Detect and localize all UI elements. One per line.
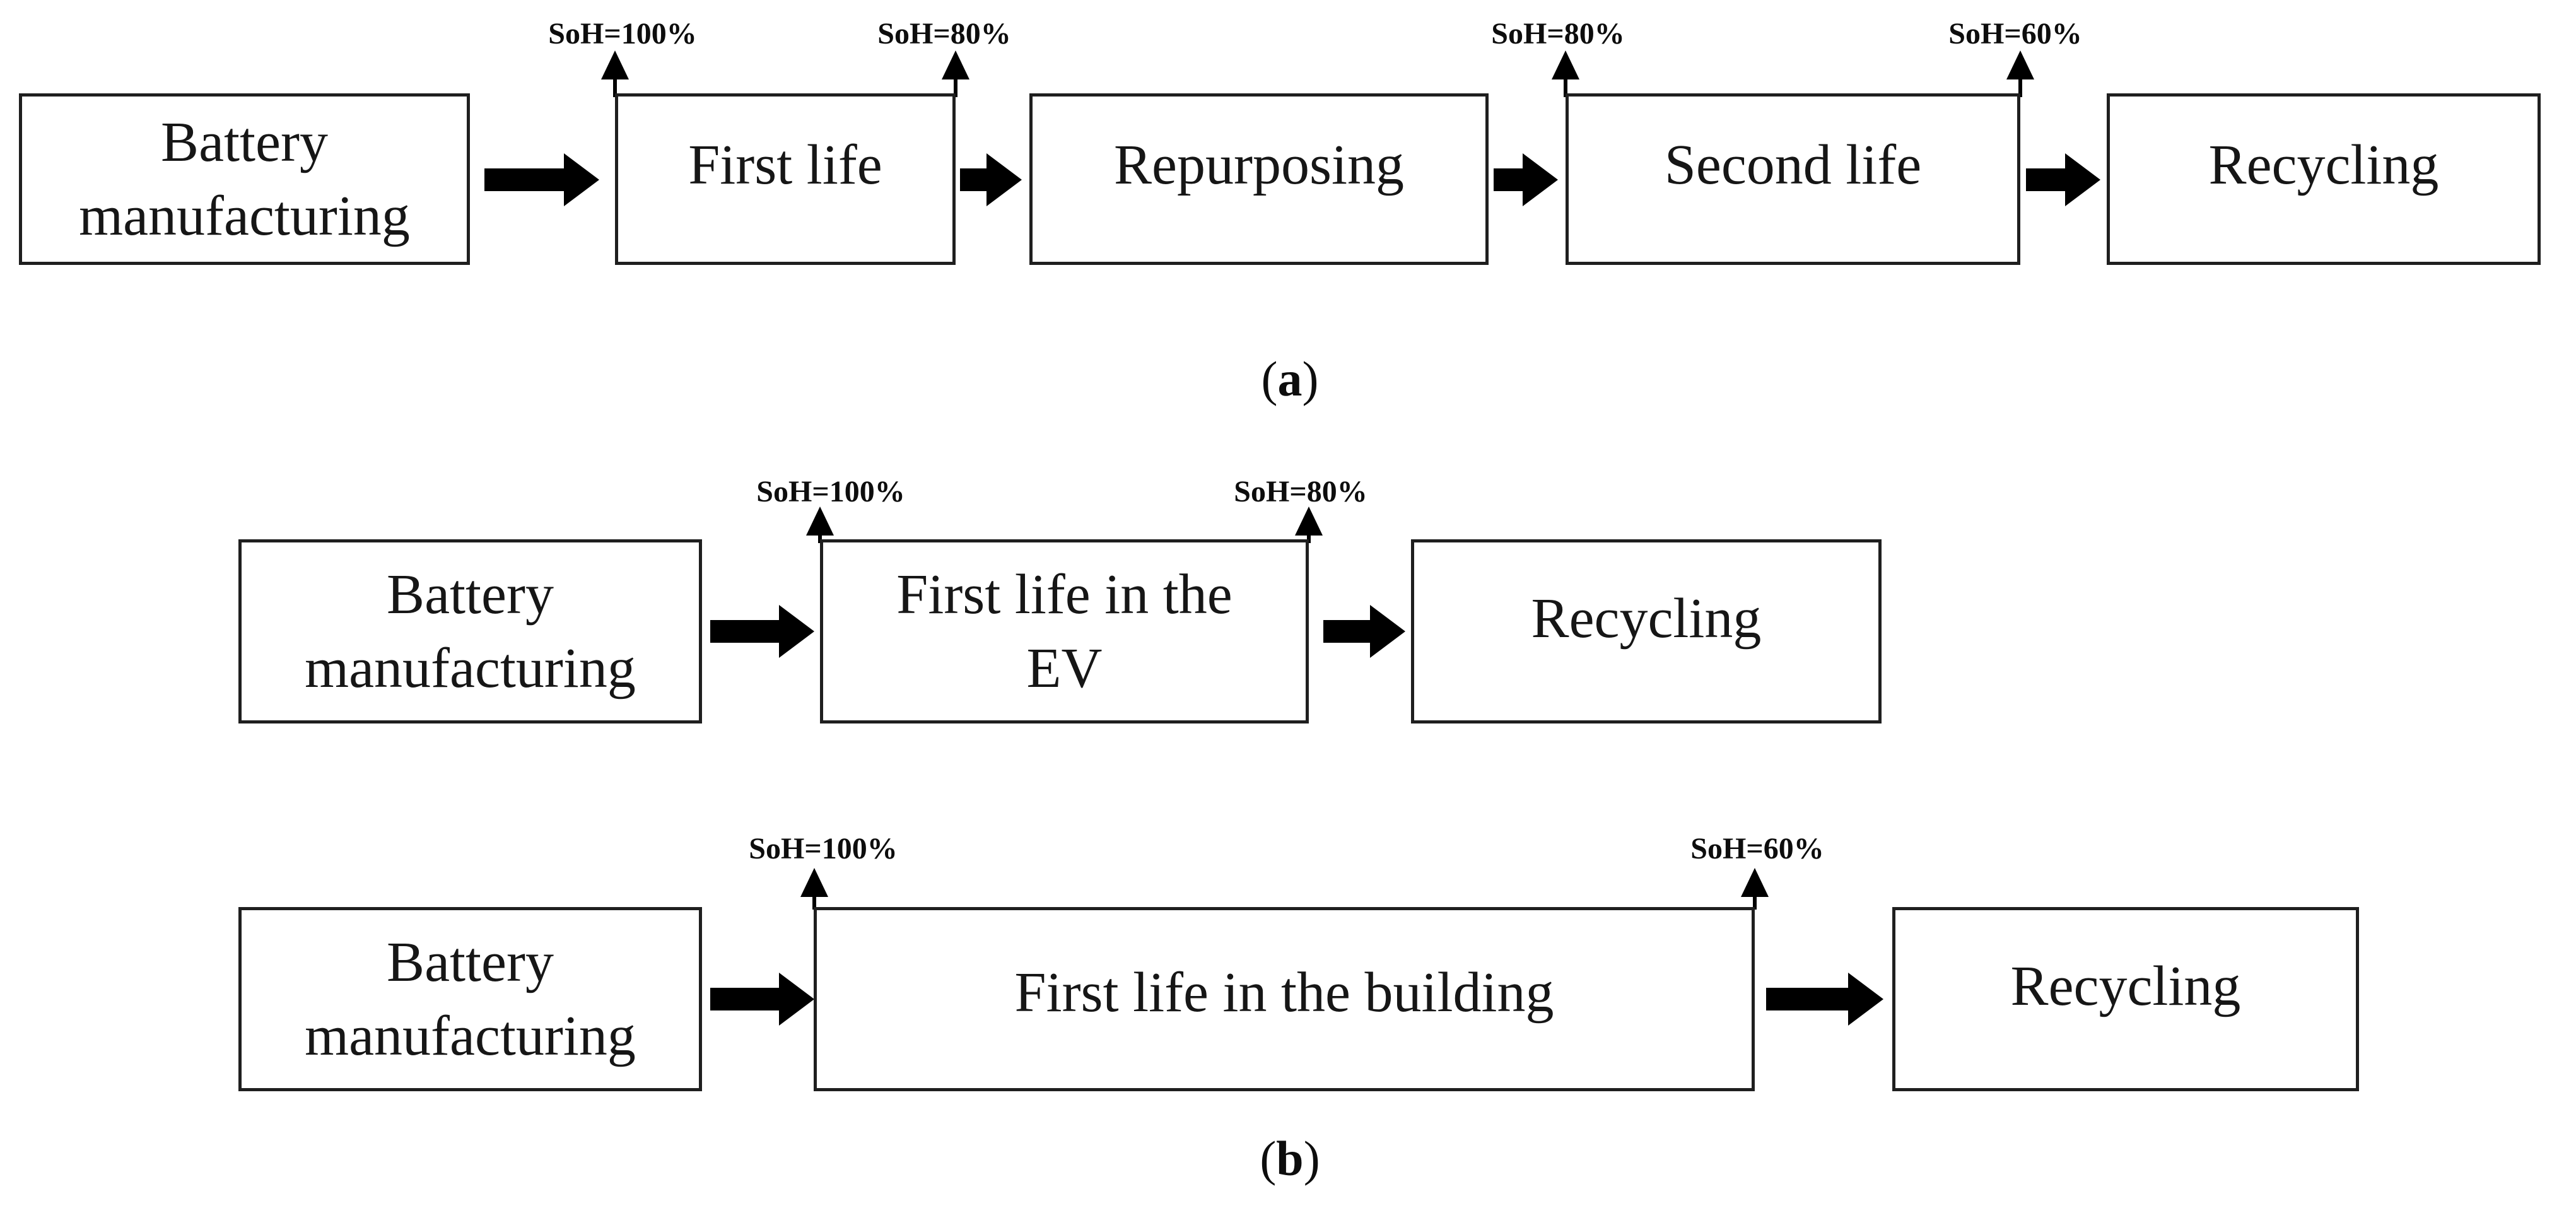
arrowhead-icon: [1552, 50, 1579, 79]
node-first-life: First life: [615, 93, 956, 265]
node-label: Recycling: [1531, 587, 1762, 650]
up-arrow-icon: [1295, 507, 1323, 543]
node-battery-manufacturing-b1: Battery manufacturing: [238, 539, 702, 723]
panel-a-caption: (a): [1262, 354, 1319, 404]
arrow-stem: [710, 988, 784, 1010]
arrowhead-icon: [779, 973, 814, 1026]
node-second-life: Second life: [1566, 93, 2020, 265]
arrow-stem: [818, 533, 822, 543]
node-label: Second life: [1664, 134, 1922, 196]
flow-arrow-icon: [710, 973, 814, 1026]
flow-arrow-icon: [1323, 605, 1405, 658]
up-arrow-icon: [806, 507, 834, 543]
node-label: First life: [688, 134, 882, 196]
soh-label-second-life-end: SoH=60%: [1948, 17, 2082, 50]
panel-b-caption: (b): [1260, 1134, 1320, 1183]
node-first-life-in-ev: First life in the EV: [820, 539, 1309, 723]
arrowhead-icon: [2006, 50, 2034, 79]
up-arrow-icon: [942, 50, 969, 97]
arrowhead-icon: [942, 50, 969, 79]
arrow-stem: [710, 620, 784, 643]
arrowhead-icon: [1848, 973, 1883, 1026]
arrowhead-icon: [806, 507, 834, 536]
arrowhead-icon: [779, 605, 814, 658]
node-recycling-b1: Recycling: [1411, 539, 1882, 723]
arrowhead-icon: [1295, 507, 1323, 536]
arrow-stem: [1564, 77, 1567, 97]
up-arrow-icon: [1741, 868, 1769, 910]
up-arrow-icon: [1552, 50, 1579, 97]
arrow-stem: [954, 77, 957, 97]
flow-arrow-icon: [960, 153, 1022, 206]
soh-label-ev-end: SoH=80%: [1234, 475, 1367, 508]
node-recycling-a: Recycling: [2107, 93, 2541, 265]
flow-arrow-icon: [484, 153, 599, 206]
node-label: Recycling: [2010, 955, 2241, 1017]
node-label: Battery manufacturing: [305, 563, 636, 700]
node-first-life-in-building: First life in the building: [814, 907, 1755, 1091]
arrowhead-icon: [986, 153, 1022, 206]
soh-label-building-end: SoH=60%: [1690, 832, 1824, 865]
arrow-stem: [1766, 988, 1853, 1010]
arrowhead-icon: [1523, 153, 1558, 206]
node-label: Battery manufacturing: [305, 931, 636, 1067]
arrow-stem: [2026, 168, 2070, 191]
node-repurposing: Repurposing: [1029, 93, 1489, 265]
node-label: First life in the building: [1014, 961, 1554, 1024]
node-label: Battery manufacturing: [79, 111, 410, 247]
arrowhead-icon: [2065, 153, 2100, 206]
node-battery-manufacturing-a: Battery manufacturing: [19, 93, 470, 265]
flow-arrow-icon: [1766, 973, 1883, 1026]
arrow-stem: [484, 168, 569, 191]
caption-paren: (: [1261, 351, 1278, 406]
node-label: First life in the EV: [896, 563, 1232, 700]
arrow-stem: [613, 77, 617, 97]
soh-label-ev-start: SoH=100%: [756, 475, 905, 508]
arrow-stem: [1753, 894, 1757, 910]
flow-arrow-icon: [710, 605, 814, 658]
soh-label-first-life-start: SoH=100%: [548, 17, 697, 50]
arrow-stem: [1323, 620, 1375, 643]
flow-arrow-icon: [1494, 153, 1558, 206]
up-arrow-icon: [800, 868, 828, 910]
arrow-stem: [2018, 77, 2022, 97]
caption-paren: ): [1302, 351, 1319, 406]
arrow-stem: [1307, 533, 1311, 543]
node-battery-manufacturing-b2: Battery manufacturing: [238, 907, 702, 1091]
arrowhead-icon: [1370, 605, 1405, 658]
soh-label-second-life-start: SoH=80%: [1491, 17, 1625, 50]
up-arrow-icon: [601, 50, 629, 97]
arrow-stem: [1494, 168, 1528, 191]
caption-paren: (: [1260, 1131, 1277, 1186]
flow-arrow-icon: [2026, 153, 2100, 206]
caption-letter: a: [1277, 351, 1303, 406]
arrowhead-icon: [1741, 868, 1769, 897]
soh-label-first-life-end: SoH=80%: [877, 17, 1011, 50]
node-label: Recycling: [2208, 134, 2439, 196]
soh-label-building-start: SoH=100%: [749, 832, 898, 865]
arrow-stem: [960, 168, 992, 191]
arrowhead-icon: [564, 153, 599, 206]
node-label: Repurposing: [1114, 134, 1404, 196]
arrow-stem: [812, 894, 816, 910]
node-recycling-b2: Recycling: [1892, 907, 2359, 1091]
arrowhead-icon: [800, 868, 828, 897]
caption-paren: ): [1303, 1131, 1320, 1186]
arrowhead-icon: [601, 50, 629, 79]
up-arrow-icon: [2006, 50, 2034, 97]
caption-letter: b: [1276, 1131, 1304, 1186]
